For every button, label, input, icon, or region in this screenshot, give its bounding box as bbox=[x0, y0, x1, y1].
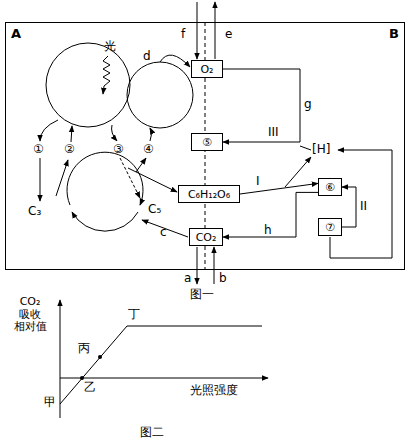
branch-arrow bbox=[285, 157, 311, 187]
label: 丙 bbox=[78, 342, 90, 356]
label: ③ bbox=[113, 143, 124, 157]
y-axis bbox=[60, 300, 61, 418]
label: 图一 bbox=[190, 288, 214, 302]
label: d bbox=[143, 50, 151, 64]
substance-name: CO₂ bbox=[196, 232, 217, 243]
label: CO₂ 吸收 相对值 bbox=[10, 296, 50, 334]
label: c bbox=[160, 226, 167, 240]
label: b bbox=[219, 272, 227, 286]
substance-box: ⑤ bbox=[191, 133, 223, 151]
substance-name: ⑥ bbox=[325, 182, 335, 193]
cycle-arc bbox=[67, 152, 143, 205]
arrow bbox=[128, 168, 177, 192]
edge-label: h bbox=[264, 224, 272, 236]
label: III bbox=[268, 126, 279, 140]
connector-arrow bbox=[223, 192, 318, 237]
arrow bbox=[40, 120, 58, 141]
label: 甲 bbox=[44, 396, 56, 410]
label: a bbox=[184, 272, 191, 286]
substance-box: CO₂ bbox=[189, 228, 223, 246]
label: [H] bbox=[312, 143, 330, 157]
point bbox=[80, 376, 84, 380]
arrow bbox=[56, 160, 68, 196]
arrow bbox=[71, 126, 72, 142]
arrow bbox=[136, 158, 146, 172]
mitochondrion-circle bbox=[127, 62, 193, 128]
arrow-d bbox=[160, 55, 190, 67]
arrow bbox=[150, 128, 152, 141]
label: 丁 bbox=[128, 308, 140, 322]
connector-arrow bbox=[342, 187, 356, 227]
x-axis bbox=[60, 378, 268, 379]
label: 乙 bbox=[84, 381, 96, 395]
label: ④ bbox=[143, 143, 154, 157]
substance-name: ⑤ bbox=[202, 137, 212, 148]
dashed-arrow bbox=[120, 158, 140, 198]
substance-box: O₂ bbox=[191, 60, 223, 78]
arrow bbox=[112, 125, 117, 141]
edge-label: II bbox=[360, 200, 367, 212]
thylakoid-circle bbox=[46, 43, 130, 127]
edge-label: g bbox=[304, 98, 312, 110]
point bbox=[98, 355, 102, 359]
label: ② bbox=[64, 143, 75, 157]
cycle-arc bbox=[72, 212, 138, 231]
light-arrow bbox=[103, 56, 110, 94]
arrow-f bbox=[197, 2, 198, 59]
label: C₃ bbox=[28, 205, 41, 219]
substance-box: ⑦ bbox=[318, 218, 342, 236]
substance-name: O₂ bbox=[200, 64, 213, 75]
label: f bbox=[181, 28, 185, 42]
label: 图二 bbox=[140, 426, 164, 440]
label: 光照强度 bbox=[190, 384, 238, 398]
loop-arrow bbox=[330, 150, 392, 258]
arrow bbox=[40, 158, 41, 201]
label: 光 bbox=[104, 40, 116, 54]
substance-name: C₆H₁₂O₆ bbox=[188, 189, 230, 200]
region-letter: B bbox=[389, 27, 399, 40]
substance-box: ⑥ bbox=[318, 178, 342, 196]
join-line bbox=[300, 146, 311, 150]
label: ① bbox=[33, 143, 44, 157]
arrow-a bbox=[197, 247, 198, 284]
arrow-b bbox=[214, 247, 215, 284]
label: e bbox=[225, 28, 232, 42]
substance-name: ⑦ bbox=[325, 222, 335, 233]
arrow-e bbox=[215, 2, 216, 59]
connector-arrow bbox=[223, 69, 300, 142]
substance-box: C₆H₁₂O₆ bbox=[178, 185, 240, 203]
region-letter: A bbox=[11, 27, 21, 40]
connector-arrow bbox=[240, 183, 318, 194]
label: C₅ bbox=[148, 203, 161, 217]
curve bbox=[60, 326, 262, 404]
edge-label: I bbox=[256, 175, 260, 187]
